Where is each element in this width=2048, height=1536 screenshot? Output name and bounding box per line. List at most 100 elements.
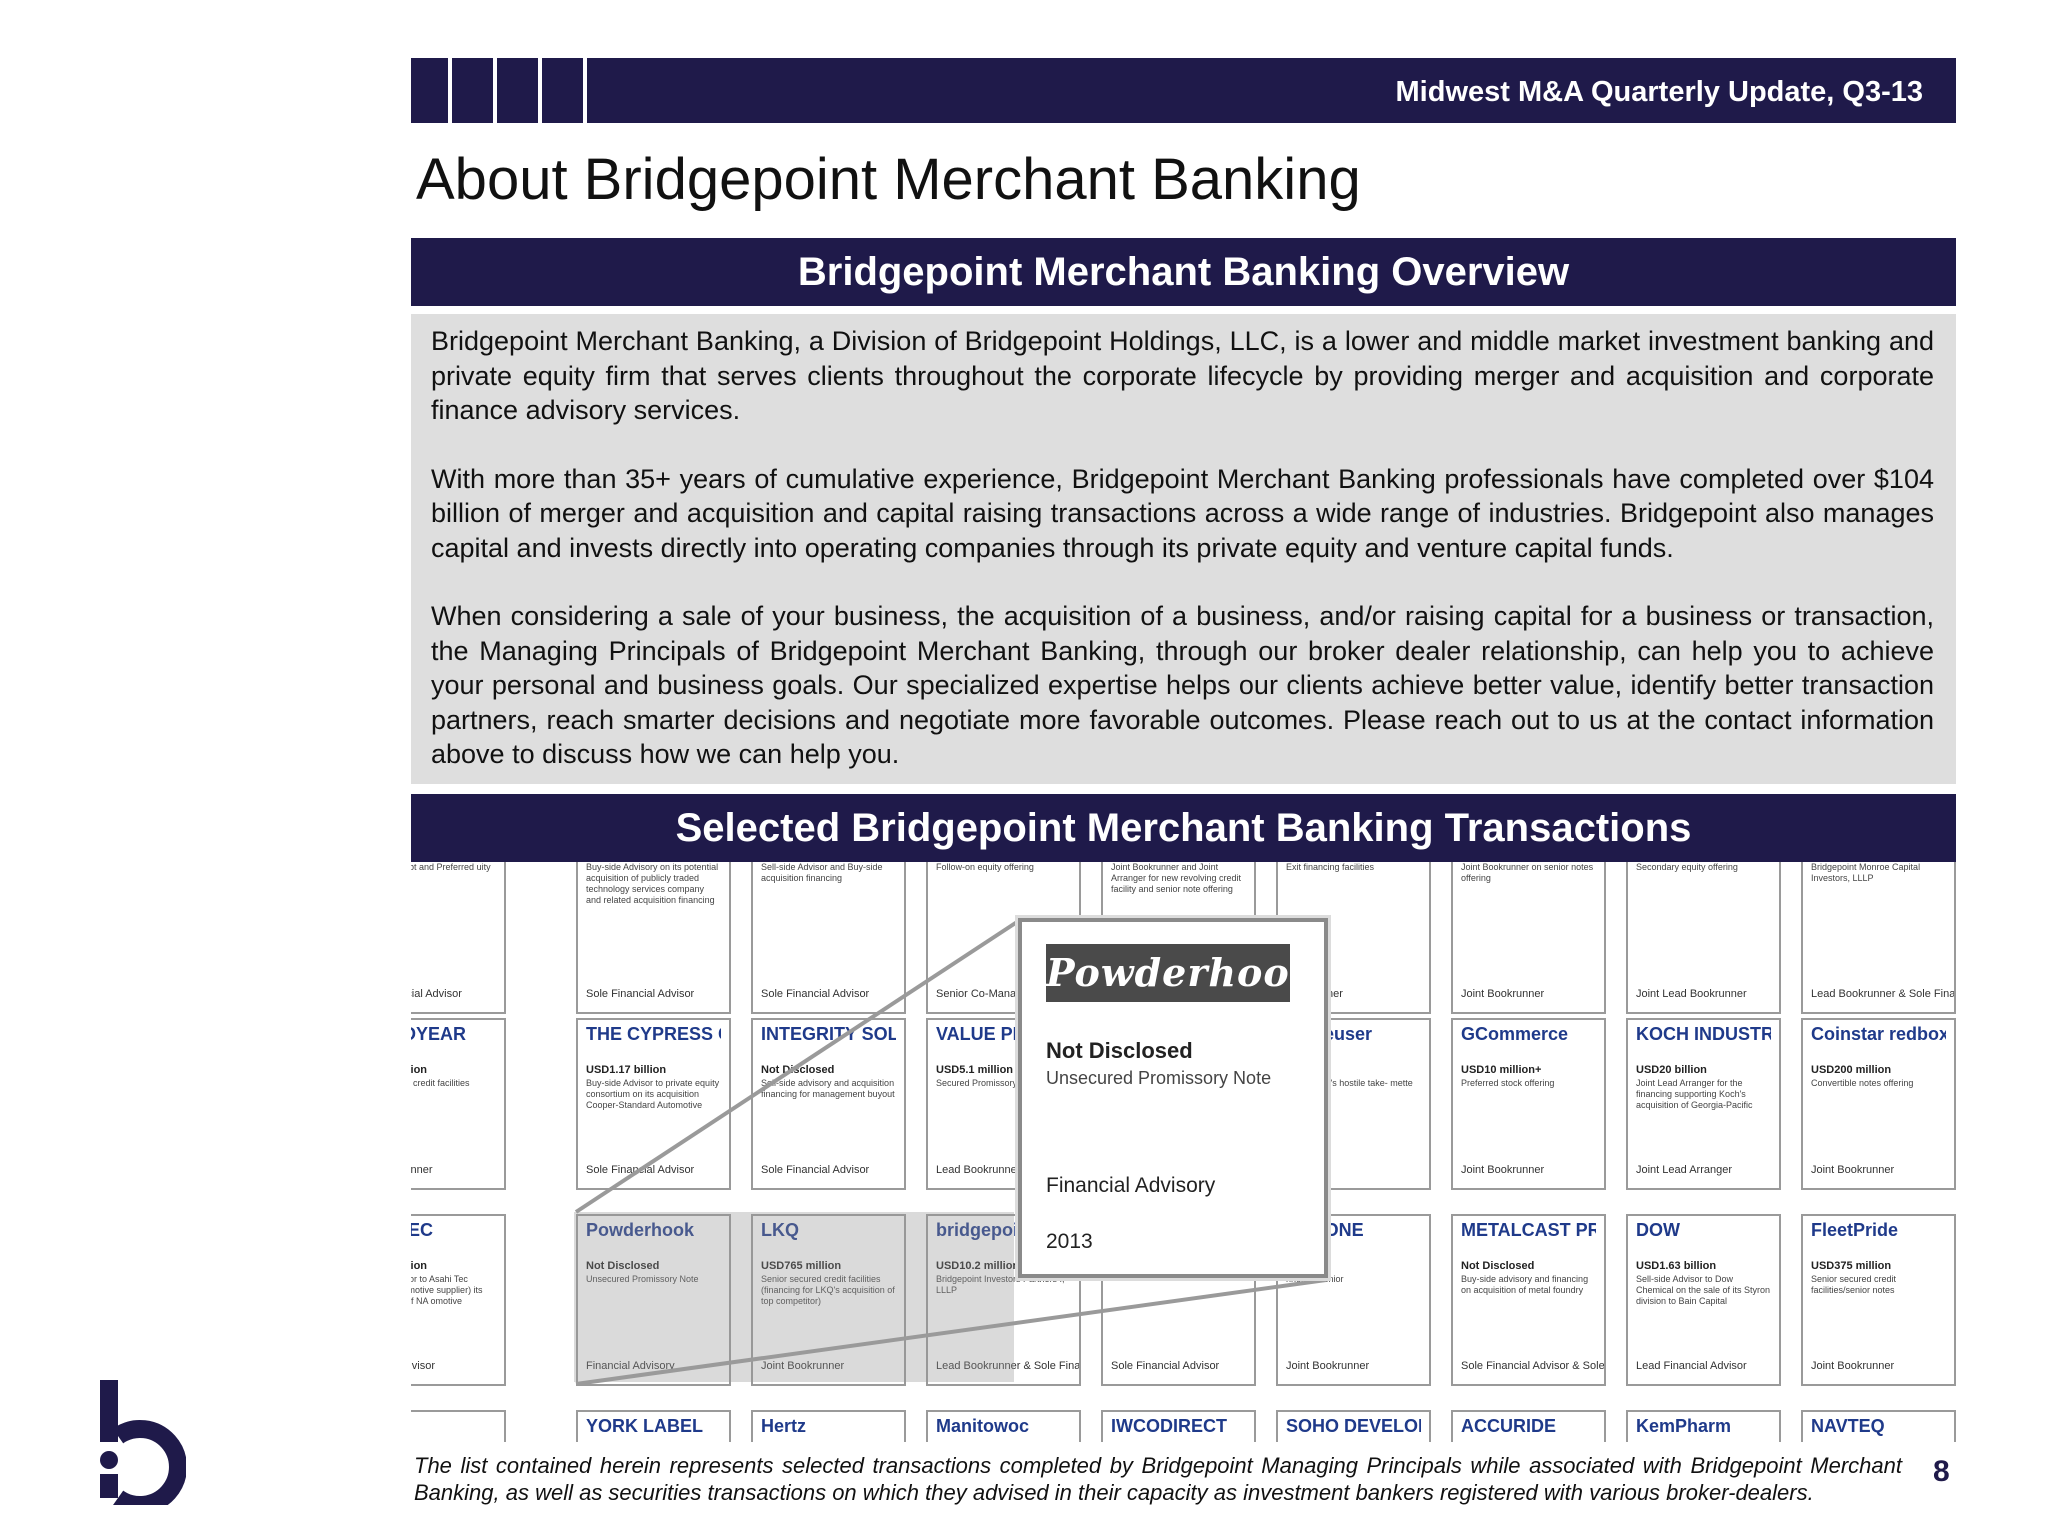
tombstone-desc: Bridgepoint Monroe Capital Investors, LL… xyxy=(1811,862,1921,883)
tombstone-amount: USD10 million+ xyxy=(1461,1064,1542,1076)
company-logo: Powderhook xyxy=(586,1220,695,1240)
tombstone-role: Sole Financial Advisor & Sole Financing … xyxy=(1461,1360,1605,1372)
transaction-tombstone: USD300 millionSecondary equity offeringJ… xyxy=(1626,862,1781,1014)
tombstone-role: Joint Bookrunner xyxy=(1461,1164,1545,1176)
tombstone-amount: Not Disclosed xyxy=(1461,1260,1535,1272)
tombstone-desc: Buy-side Advisor to private equity conso… xyxy=(586,1078,720,1110)
company-logo: FleetPride xyxy=(1811,1220,1899,1240)
tombstone-amount: Not Disclosed xyxy=(586,1260,660,1272)
company-logo: METALCAST PRODUCTS, INC. xyxy=(1461,1220,1596,1240)
transaction-tombstone: INTEGRITY SOLUTIONSNot DisclosedSell-sid… xyxy=(751,1018,906,1190)
tombstone-role: Joint Bookrunner xyxy=(1461,988,1545,1000)
transaction-tombstone: Hertz xyxy=(751,1410,906,1442)
company-logo: bridgepoint xyxy=(936,1220,1035,1240)
tombstone-role: Joint Bookrunner xyxy=(1811,1360,1895,1372)
callout-amount: Not Disclosed xyxy=(1046,1038,1193,1063)
tombstone-desc: Senior secured credit facilities/senior … xyxy=(1811,1274,1897,1295)
tombstone-desc: Exit financing facilities xyxy=(1286,862,1375,872)
tombstone-amount: Not Disclosed xyxy=(761,1064,835,1076)
company-logo: GCommerce xyxy=(1461,1024,1569,1044)
tombstone-role: Joint Lead Bookrunner xyxy=(1636,988,1747,1000)
tombstone-amount: SD1.9 billion xyxy=(411,1064,428,1076)
callout-year: 2013 xyxy=(1046,1230,1093,1253)
tombstone-role: Joint Bookrunner xyxy=(1811,1164,1895,1176)
transaction-tombstone: WCC xyxy=(411,1410,506,1442)
tombstone-desc: y-side Advisor to Asahi Tec hinese autom… xyxy=(411,1274,483,1306)
company-logo: WCC xyxy=(411,1416,496,1442)
header-block xyxy=(546,58,587,123)
tombstone-desc: nior secured credit facilities xyxy=(411,1078,470,1088)
tombstone-amount: USD20 billion xyxy=(1636,1064,1707,1076)
company-logo: THE CYPRESS GROUP xyxy=(586,1024,721,1044)
company-logo: NAVTEQ xyxy=(1811,1416,1885,1436)
overview-paragraph: When considering a sale of your business… xyxy=(431,601,1934,769)
tombstone-role: Sole Financial Advisor xyxy=(1111,1360,1220,1372)
tombstone-desc: Buy-side advisory and financing on acqui… xyxy=(1461,1274,1589,1295)
tombstone-role: Sole Financial Advisor xyxy=(761,988,870,1000)
transaction-tombstone: THE CYPRESS GROUP USD1.17 billionBuy-side… xyxy=(576,1018,731,1190)
tombstone-role: Sole Financial Advisor xyxy=(761,1164,870,1176)
header-block xyxy=(456,58,497,123)
overview-paragraph: Bridgepoint Merchant Banking, a Division… xyxy=(431,326,1934,425)
transactions-heading: Selected Bridgepoint Merchant Banking Tr… xyxy=(411,794,1956,862)
report-header-bar: Midwest M&A Quarterly Update, Q3-13 xyxy=(411,58,1956,123)
page-number: 8 xyxy=(1933,1455,1950,1488)
company-logo: DOW xyxy=(1636,1220,1680,1240)
tombstone-desc: Follow-on equity offering xyxy=(936,862,1034,872)
tombstone-amount: USD1.63 billion xyxy=(1636,1260,1717,1272)
header-block xyxy=(501,58,542,123)
tombstone-desc: Secondary equity offering xyxy=(1636,862,1738,872)
tombstone-role: nancial Advisor xyxy=(411,1360,435,1372)
tombstone-role: Joint Lead Arranger xyxy=(1636,1164,1733,1176)
callout-role: Financial Advisory xyxy=(1046,1174,1216,1197)
tombstone-desc: Preferred stock offering xyxy=(1461,1078,1555,1088)
transaction-tombstone: METALCAST PRODUCTS, INC. Not DisclosedBuy… xyxy=(1451,1214,1606,1386)
company-logo: Manitowoc xyxy=(936,1416,1029,1436)
transaction-tombstone: SD1.9 millionnvertible Debt and Preferre… xyxy=(411,862,506,1014)
transaction-tombstone: NAVTEQ xyxy=(1801,1410,1956,1442)
tombstone-amount: USD375 million xyxy=(1811,1260,1892,1272)
callout-description: Unsecured Promissory Note xyxy=(1046,1068,1272,1088)
company-logo: IWCODIRECT xyxy=(1111,1416,1227,1436)
tombstone-desc: Sell-side Advisor to Dow Chemical on the… xyxy=(1636,1274,1771,1306)
tombstone-desc: Joint Bookrunner and Joint Arranger for … xyxy=(1111,862,1242,894)
tombstone-desc: Sell-side Advisor and Buy-side acquisiti… xyxy=(761,862,883,883)
tombstone-amount: USD200 million xyxy=(1811,1064,1892,1076)
overview-paragraph: With more than 35+ years of cumulative e… xyxy=(431,463,1934,563)
company-logo: YORK LABEL xyxy=(586,1416,703,1436)
header-block xyxy=(411,58,452,123)
tombstone-desc: Convertible notes offering xyxy=(1811,1078,1914,1088)
tombstone-role: int Bookrunner xyxy=(411,1164,433,1176)
callout-tombstone: Powderhook Not Disclosed Unsecured Promi… xyxy=(1018,918,1328,1278)
company-logo: Coinstar redbox xyxy=(1811,1024,1946,1044)
tombstone-desc: Sell-side advisory and acquisition finan… xyxy=(761,1078,895,1099)
company-logo: GOODYEAR xyxy=(411,1024,467,1044)
company-logo: LKQ xyxy=(761,1220,799,1240)
company-logo: ACCURIDE xyxy=(1461,1416,1557,1436)
tombstone-role: Lead Bookrunner & Sole Financial Advisor xyxy=(1811,988,1956,1000)
company-logo: KemPharm xyxy=(1636,1416,1732,1436)
company-logo: AHI TEC xyxy=(411,1220,433,1240)
bridgepoint-logo-icon xyxy=(100,1380,186,1505)
tombstone-desc: Joint Lead Arranger for the financing su… xyxy=(1636,1078,1753,1110)
company-logo: Hertz xyxy=(761,1416,807,1436)
page-title: About Bridgepoint Merchant Banking xyxy=(416,147,1361,212)
tombstone-role: Sole Financial Advisor xyxy=(586,988,695,1000)
transaction-tombstone: Manitowoc xyxy=(926,1410,1081,1442)
tombstone-role: Lead Bookrunner xyxy=(936,1164,1021,1176)
transaction-tombstone: GOODYEAR SD1.9 billion nior secured credit… xyxy=(411,1018,506,1190)
powderhook-logo: Powderhook xyxy=(1046,944,1316,1002)
company-logo: KOCH INDUSTRIES INC xyxy=(1636,1024,1771,1044)
report-title: Midwest M&A Quarterly Update, Q3-13 xyxy=(1395,76,1923,108)
transaction-tombstone: YORK LABEL xyxy=(576,1410,731,1442)
disclaimer-footnote: The list contained herein represents sel… xyxy=(414,1453,1902,1505)
tombstone-amount: USD1.17 billion xyxy=(586,1064,667,1076)
tombstone-desc: nvertible Debt and Preferred uity Placem… xyxy=(411,862,491,872)
